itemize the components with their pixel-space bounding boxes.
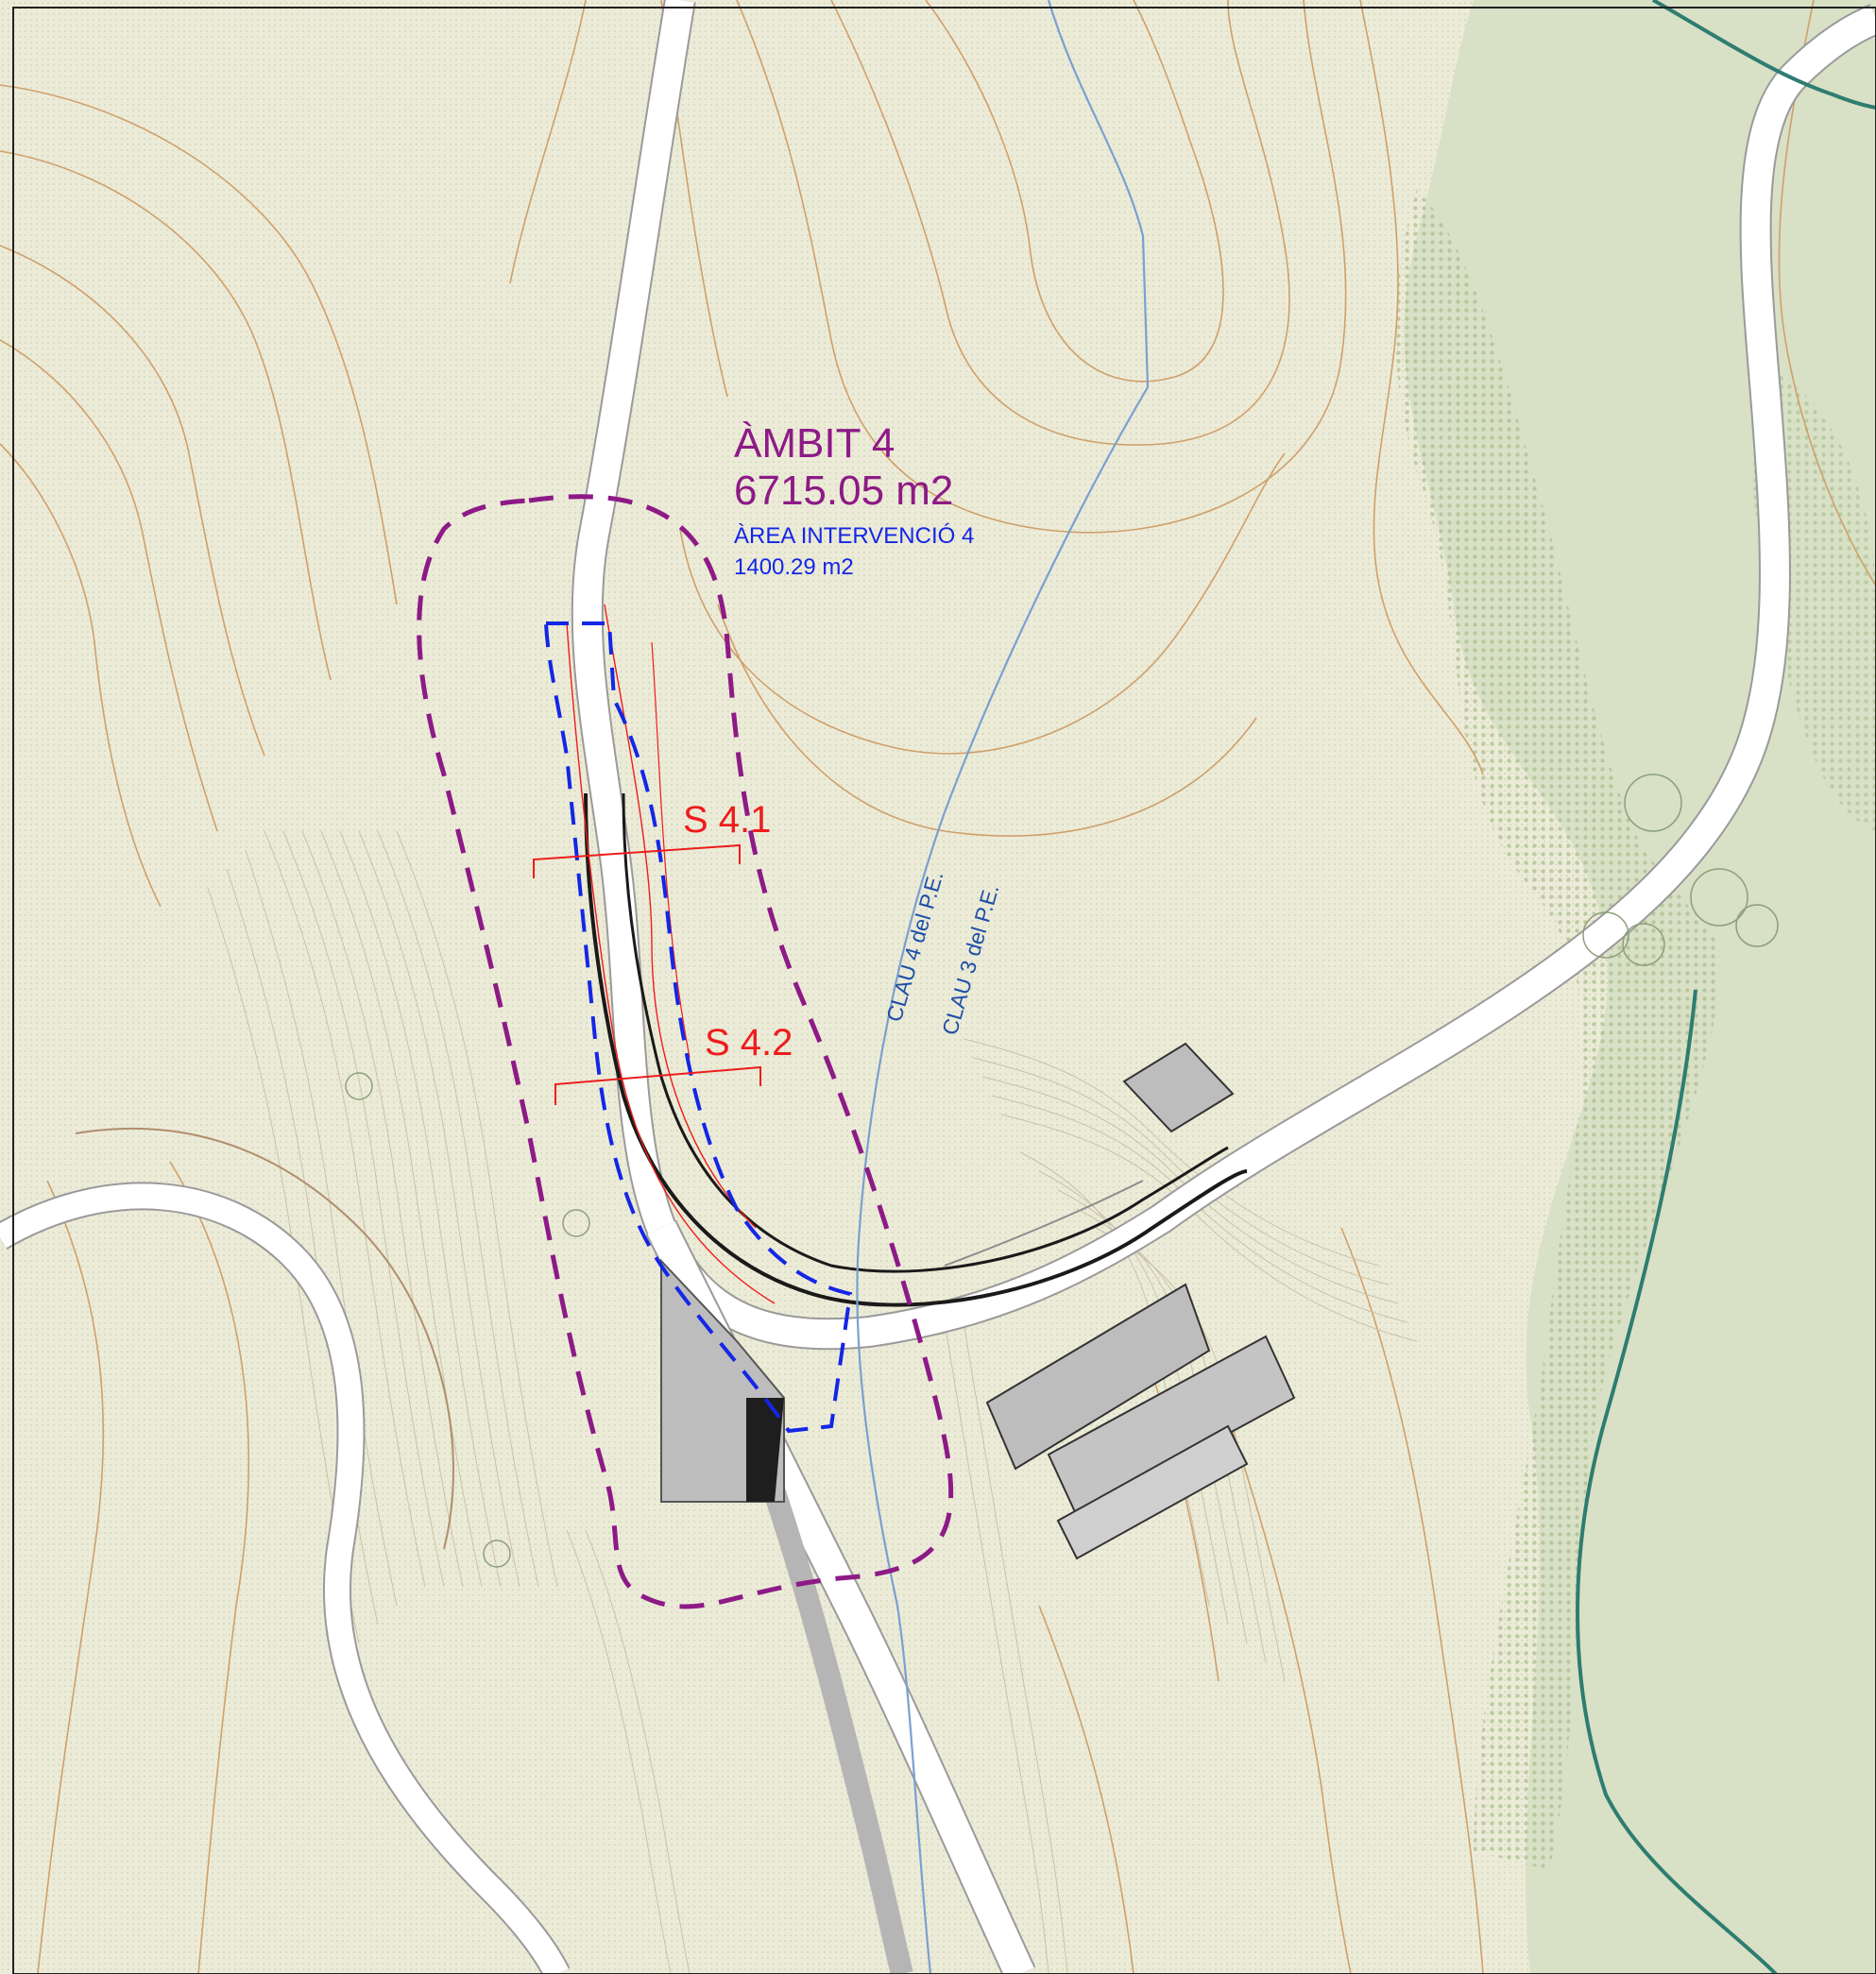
section-line-s41 bbox=[533, 843, 741, 878]
ambit-title: ÀMBIT 4 bbox=[734, 420, 895, 467]
intervention-area: 1400.29 m2 bbox=[734, 554, 854, 580]
building-central-dark bbox=[746, 1398, 784, 1502]
access-path bbox=[763, 1489, 913, 1974]
buildings bbox=[660, 1042, 1296, 1560]
river-line-south bbox=[1576, 989, 1778, 1974]
section-line-s42 bbox=[554, 1065, 761, 1105]
section-lines bbox=[533, 843, 761, 1105]
section-label-s42: S 4.2 bbox=[705, 1022, 793, 1064]
vegetation-dots-east bbox=[1395, 189, 1720, 1870]
section-label-s41: S 4.1 bbox=[683, 799, 772, 841]
river-line bbox=[1652, 0, 1876, 110]
building-group-east-1 bbox=[985, 1283, 1211, 1471]
trees bbox=[345, 774, 1779, 1568]
building-small-north bbox=[1122, 1042, 1235, 1133]
intervention-boundary bbox=[543, 621, 853, 1434]
building-group-east-3 bbox=[1056, 1424, 1249, 1560]
stream-line bbox=[856, 0, 1150, 1974]
intervention-title: ÀREA INTERVENCIÓ 4 bbox=[734, 523, 975, 549]
intervention-road bbox=[566, 604, 1248, 1307]
ambit-area: 6715.05 m2 bbox=[734, 468, 954, 514]
map-frame bbox=[12, 7, 1876, 1974]
building-group-east-2 bbox=[1047, 1335, 1296, 1518]
